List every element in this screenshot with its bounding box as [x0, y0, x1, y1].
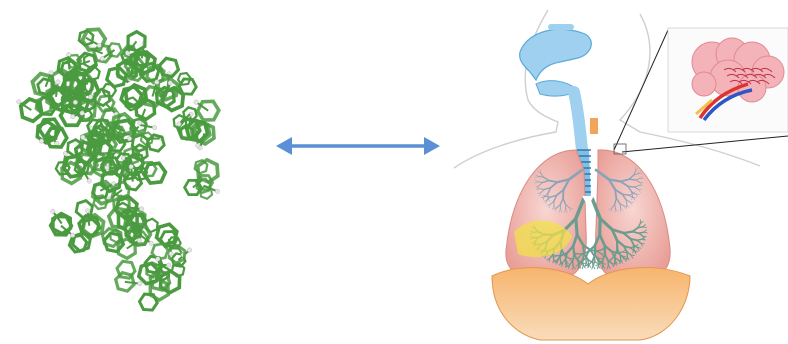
double-arrow-icon — [276, 137, 440, 155]
molecule-icon — [16, 25, 222, 314]
alveoli-icon — [668, 28, 788, 132]
